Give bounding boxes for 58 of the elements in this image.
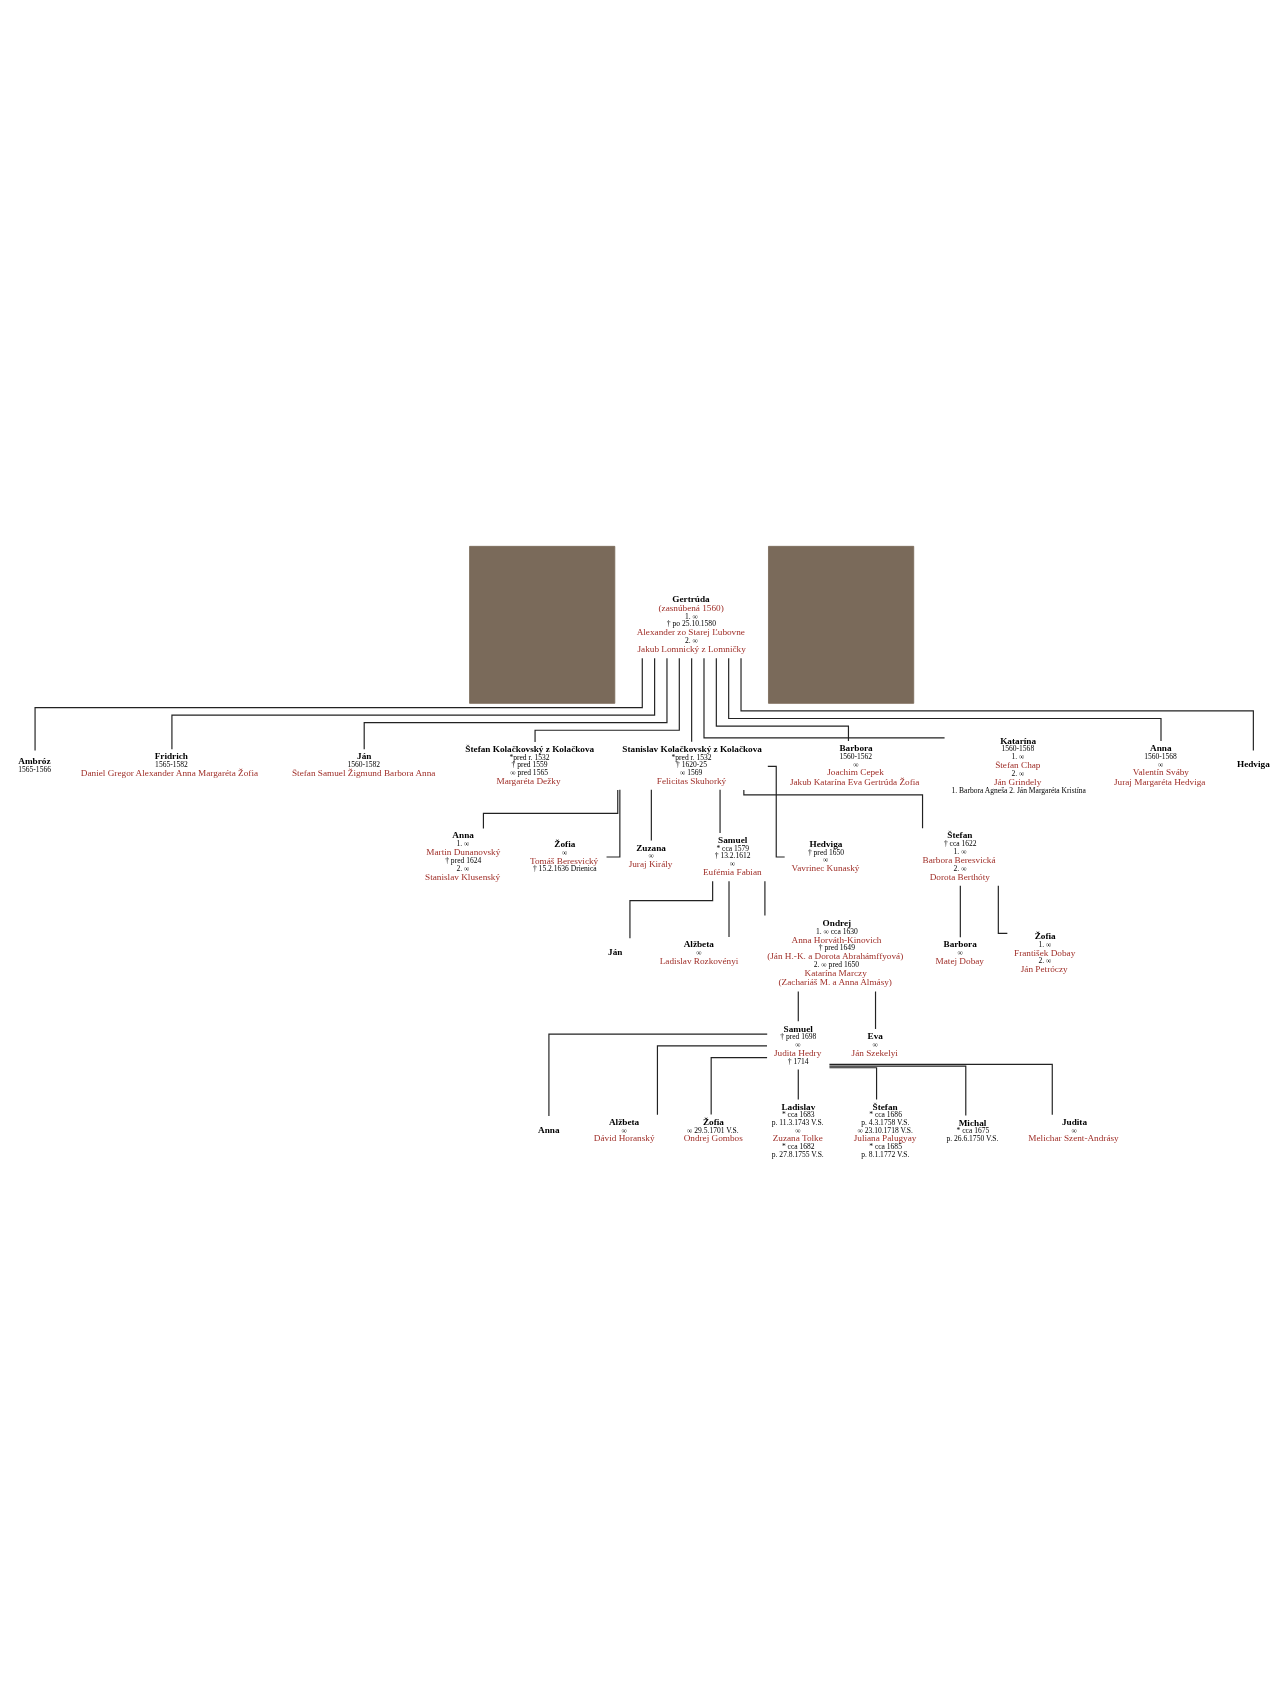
node-text: Ján 1560-1582 Štefan Samuel Žigmund Barbora Anna: [291, 750, 436, 778]
node-text: Štefan Kolačkovský z Kolačkova *pred r. 1532 † pred 1559 ∞ pred 1565 Margaréta Dežky: [465, 743, 595, 786]
node-text: Stanislav Kolačkovský z Kolačkova *pred r. 1532 † 1620-25 ∞ 1569 Felicitas Skuhorký: [622, 743, 762, 786]
connector: [171, 657, 656, 750]
node-text: Katarína 1560-1568 1. ∞ Štefan Chap 2. ∞ Ján Grindely 1. Barbora Agneša 2. Ján Margaréta Kristína: [951, 735, 1086, 795]
node-text: Fridrich 1565-1582 Daniel Gregor Alexander Anna Margaréta Žofia: [80, 750, 259, 778]
connector: [764, 880, 766, 916]
node-box: [768, 545, 915, 704]
node-text: Barbora ∞ Matej Dobay: [935, 938, 984, 966]
connector: [959, 884, 961, 938]
node-text: Žofia ∞ Tomáš Beresvický † 15.2.1636 Drienica: [530, 838, 599, 873]
node-text: Eva ∞ Ján Szekelyi: [851, 1030, 898, 1058]
connector: [656, 1044, 768, 1115]
node-text: Hedviga: [1236, 758, 1270, 769]
connector: [797, 990, 799, 1022]
connector: [710, 1056, 768, 1115]
node-text: Ján: [608, 946, 623, 957]
node-text: Hedviga † pred 1650 ∞ Vavrinec Kunaský: [791, 838, 860, 873]
node-text: Zuzana ∞ Juraj Király: [628, 842, 673, 869]
node-text: Ambróz 1565-1566: [18, 755, 51, 774]
node-text: Ondrej 1. ∞ cca 1630 Anna Horváth-Kinovich † pred 1649 (Ján H.-K. a Dorota Abrahámffyová) 2. ∞ pred 1650 Katarína Marczy (Zachariáš M. a Anna Almásy): [767, 917, 904, 987]
node-text: Žofia 1. ∞ František Dobay 2. ∞ Ján Petróczy: [1014, 930, 1076, 974]
connector: [828, 1066, 878, 1100]
connector: [743, 789, 924, 829]
connector: [767, 765, 786, 858]
node-box: [469, 545, 616, 704]
node-text: Štefan * cca 1686 p. 4.3.1758 V.S. ∞ 23.10.1718 V.S. Juliana Palugyay * cca 1685 p. 8.1.1772 V.S.: [853, 1101, 917, 1159]
node-text: Anna 1560-1568 ∞ Valentín Sváby Juraj Margaréta Hedviga: [1113, 742, 1206, 787]
connector: [740, 657, 1254, 751]
connector: [534, 657, 680, 742]
connector: [703, 657, 946, 738]
node-text: Judita ∞ Melichar Szent-Andrásy: [1028, 1116, 1119, 1143]
connector: [691, 657, 693, 742]
connector: [715, 657, 850, 742]
node-text: Anna 1. ∞ Martin Dunanovský † pred 1624 2. ∞ Stanislav Klusenský: [425, 829, 501, 882]
connector: [34, 657, 643, 751]
node-text: Alžbeta ∞ Ladislav Rozkovényi: [659, 938, 739, 966]
connector: [828, 1065, 967, 1116]
node-text: Samuel * cca 1579 † 13.2.1612 ∞ Eufémia Fabian: [702, 834, 762, 877]
node-text: Žofia ∞ 29.5.1701 V.S. Ondrej Gombos: [683, 1116, 743, 1143]
connector: [874, 990, 877, 1030]
connector: [728, 880, 730, 938]
node-text: Anna: [538, 1124, 560, 1135]
connector: [629, 880, 714, 939]
node-text: Alžbeta ∞ Dávid Horanský: [593, 1116, 655, 1143]
connector: [363, 657, 668, 750]
node-text: Michal * cca 1675 p. 26.6.1750 V.S.: [946, 1117, 999, 1143]
connector: [828, 1063, 1053, 1115]
connector: [650, 788, 652, 841]
node-text: Samuel † pred 1698 ∞ Judita Hedry † 1714: [773, 1022, 822, 1066]
connector: [728, 657, 1162, 742]
node-text: Štefan † cca 1622 1. ∞ Barbora Beresvická 2. ∞ Dorota Berthóty: [922, 829, 996, 882]
node-text: Ladislav * cca 1683 p. 11.3.1743 V.S. ∞ Zuzana Tolke * cca 1682 p. 27.8.1755 V.S.: [771, 1101, 824, 1159]
connector: [719, 788, 721, 833]
connector: [548, 1033, 768, 1117]
node-text: Barbora 1560-1562 ∞ Joachim Cepek Jakub Katarína Eva Gertrúda Žofia: [789, 742, 920, 787]
node-text: Gertrúda (zasnúbená 1560) 1. ∞ † po 25.10.1580 Alexander zo Starej Ľubovne 2. ∞ Jakub Lomnický z Lomničky: [636, 593, 746, 654]
connector: [797, 1068, 799, 1100]
